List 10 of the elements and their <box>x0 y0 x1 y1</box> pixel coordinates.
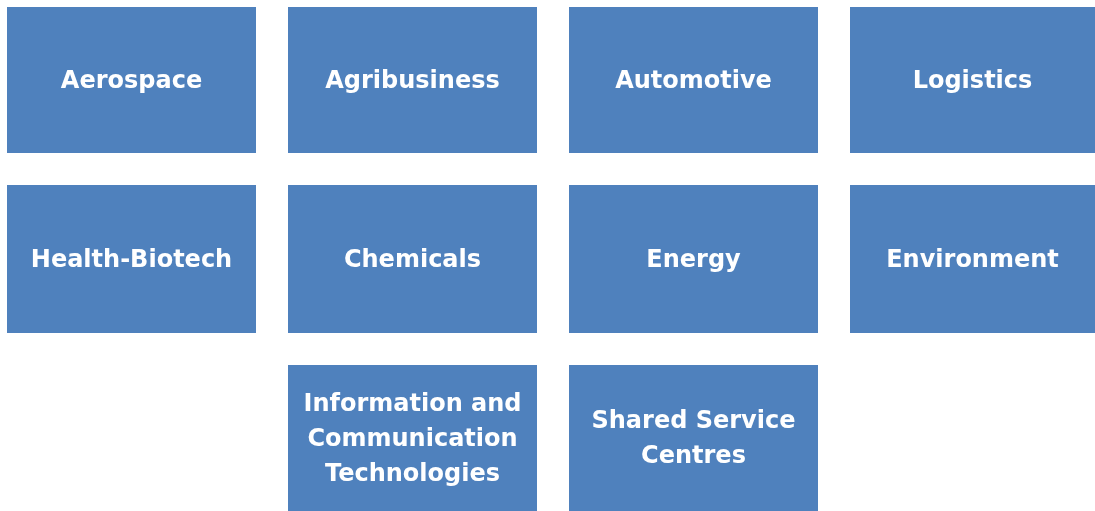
sector-tile: Environment <box>850 185 1095 333</box>
sector-tile: Logistics <box>850 7 1095 153</box>
sector-tile: Health-Biotech <box>7 185 256 333</box>
sector-tile: Information and Communication Technologies <box>288 365 537 511</box>
sector-tile: Agribusiness <box>288 7 537 153</box>
sector-tile: Automotive <box>569 7 818 153</box>
sector-tile: Aerospace <box>7 7 256 153</box>
sector-tile: Shared Service Centres <box>569 365 818 511</box>
sector-tile: Chemicals <box>288 185 537 333</box>
sector-tile: Energy <box>569 185 818 333</box>
